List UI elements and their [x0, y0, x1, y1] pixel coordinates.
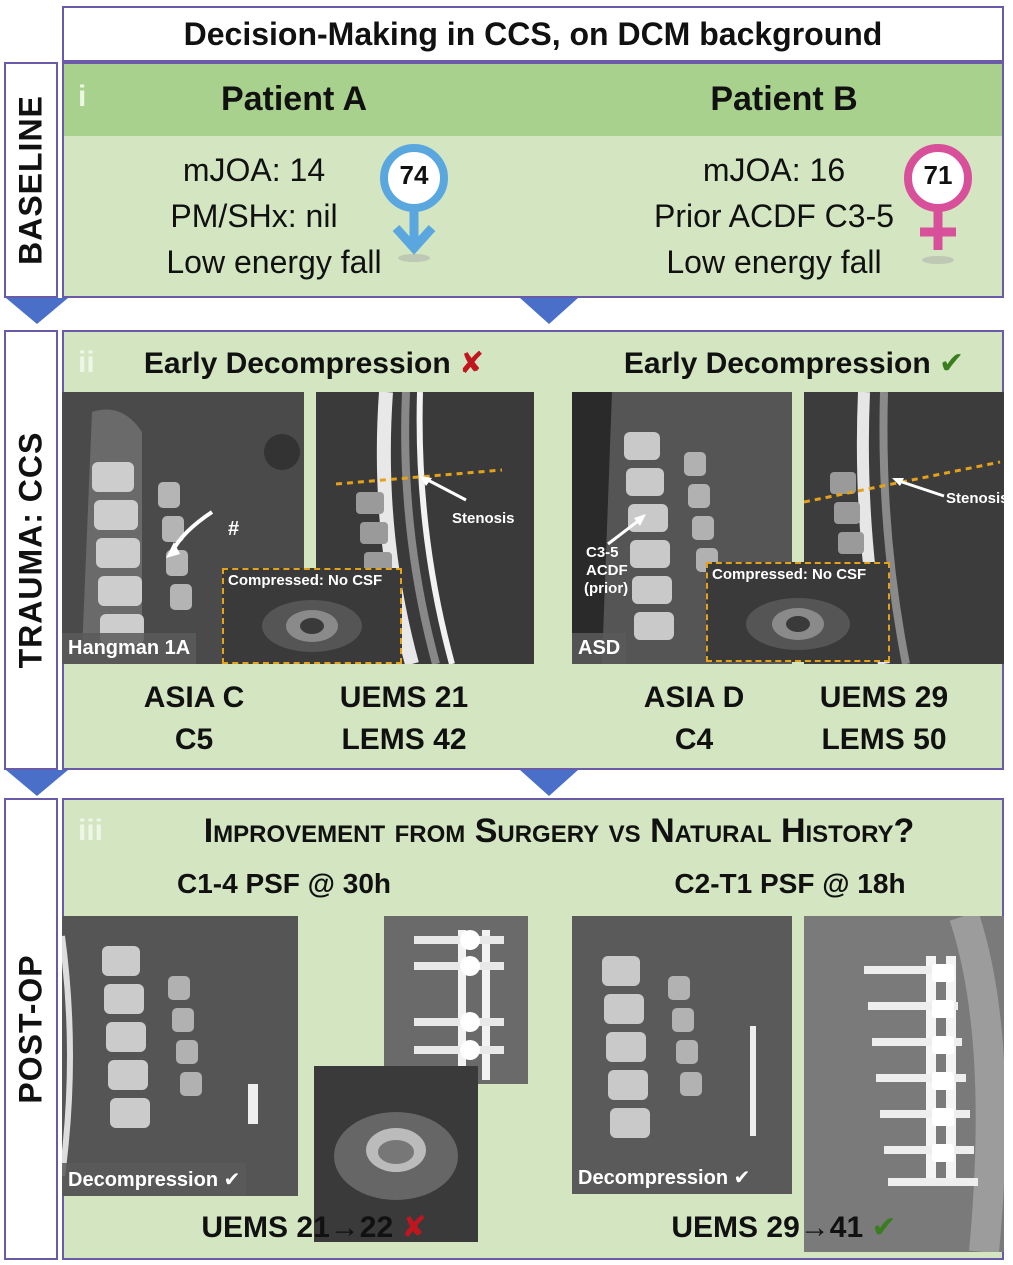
- acdf-label-line1: C3-5: [586, 544, 619, 561]
- section-numeral-i: i: [78, 80, 87, 113]
- postop-axial-illustration-a: [314, 1066, 478, 1242]
- patient-a-postop-result: UEMS 21→22 ✘: [154, 1210, 474, 1245]
- patient-b-uems: UEMS 29: [819, 681, 949, 714]
- patient-a-mjoa: mJOA: 14: [182, 152, 326, 188]
- acdf-label-line3: (prior): [584, 580, 629, 597]
- postop-ct-illustration-b: [572, 916, 792, 1194]
- patient-b-lems: LEMS 50: [821, 723, 947, 756]
- trauma-b-heading-text: Early Decompression: [623, 347, 931, 380]
- section-label-baseline: BASELINE: [4, 62, 58, 298]
- decompression-tag-b: Decompression ✔: [572, 1161, 757, 1194]
- patient-b-mechanism: Low energy fall: [666, 244, 882, 280]
- section-numeral-ii: ii: [78, 346, 95, 379]
- acdf-label-line2: ACDF: [586, 562, 628, 579]
- patient-b-procedure: C2-T1 PSF @ 18h: [674, 868, 906, 899]
- postop-xray-illustration-a: [384, 916, 528, 1084]
- check-icon: ✔: [871, 1211, 897, 1244]
- patient-b-age: 71: [923, 160, 953, 190]
- cross-icon: ✘: [401, 1211, 427, 1244]
- patient-b-level: C4: [674, 723, 714, 756]
- patient-a-postop-xray-image: [384, 916, 528, 1084]
- trauma-a-heading: Early Decompression ✘: [124, 346, 504, 381]
- patient-a-mechanism: Low energy fall: [166, 244, 382, 280]
- baseline-header-band: [64, 64, 1002, 136]
- asd-tag: ASD: [572, 633, 627, 664]
- baseline-panel: i Patient A Patient B mJOA: 14 PM/SHx: n…: [62, 62, 1004, 298]
- patient-b-mjoa: mJOA: 16: [702, 152, 846, 188]
- trauma-a-heading-text: Early Decompression: [143, 347, 451, 380]
- axial-mri-illustration: [262, 600, 362, 652]
- patient-b-asia: ASIA D: [643, 681, 745, 714]
- patient-a-asia: ASIA C: [143, 681, 245, 714]
- patient-a-axial-inset: Compressed: No CSF: [222, 568, 402, 664]
- flow-arrows-2: [6, 770, 578, 796]
- stenosis-label-b: Stenosis: [946, 490, 1004, 507]
- section-label-trauma: TRAUMA: CCS: [4, 330, 58, 770]
- check-icon: ✔: [939, 347, 965, 380]
- postop-question: Improvement from Surgery vs Natural Hist…: [203, 812, 915, 850]
- patient-a-lems: LEMS 42: [341, 723, 467, 756]
- patient-a-result-text: UEMS 21→22: [201, 1211, 394, 1244]
- patient-b-postop-result: UEMS 29→41 ✔: [624, 1210, 944, 1245]
- down-arrow-icon: [6, 298, 68, 324]
- inset-label-a: Compressed: No CSF: [228, 572, 383, 589]
- trauma-panel: ii Early Decompression ✘ Early Decompres…: [62, 330, 1004, 770]
- patient-a-postop-ct-image: Decompression ✔: [62, 916, 298, 1196]
- patient-a-uems: UEMS 21: [339, 681, 469, 714]
- patient-b-postop-xray-image: [804, 916, 1004, 1252]
- patient-a-procedure: C1-4 PSF @ 30h: [176, 868, 392, 899]
- spine-ct-illustration: [62, 392, 304, 664]
- down-arrow-icon: [6, 770, 68, 796]
- cross-icon: ✘: [459, 347, 485, 380]
- decompression-tag-a: Decompression ✔: [62, 1163, 247, 1196]
- fracture-label: #: [228, 518, 240, 540]
- section-numeral-iii: iii: [78, 814, 104, 847]
- patient-b-name: Patient B: [710, 80, 858, 118]
- postop-ct-illustration-a: [62, 916, 298, 1196]
- down-arrow-icon: [520, 298, 578, 324]
- axial-mri-illustration-b: [746, 598, 850, 650]
- flow-arrows-1: [6, 298, 578, 324]
- stenosis-label-a: Stenosis: [452, 510, 515, 527]
- patient-b-history: Prior ACDF C3-5: [653, 198, 895, 234]
- inset-label-b: Compressed: No CSF: [712, 566, 867, 583]
- patient-b-ct-image: C3-5 ACDF (prior) ASD: [572, 392, 792, 664]
- patient-a-ct-image: # Hangman 1A: [62, 392, 304, 664]
- trauma-b-heading: Early Decompression ✔: [604, 346, 984, 381]
- patient-a-age: 74: [399, 160, 429, 190]
- patient-b-axial-inset: Compressed: No CSF: [706, 562, 890, 662]
- patient-a-name: Patient A: [220, 80, 368, 118]
- patient-b-result-text: UEMS 29→41: [671, 1211, 864, 1244]
- postop-panel: iii Improvement from Surgery vs Natural …: [62, 798, 1004, 1260]
- patient-b-postop-ct-image: Decompression ✔: [572, 916, 792, 1194]
- postop-xray-illustration-b: [804, 916, 1004, 1252]
- figure-title: Decision-Making in CCS, on DCM backgroun…: [62, 6, 1004, 62]
- male-symbol-icon: [380, 144, 448, 262]
- patient-a-history: PM/SHx: nil: [170, 198, 338, 234]
- female-symbol-icon: [904, 144, 972, 264]
- patient-a-postop-axial-image: [314, 1066, 478, 1242]
- down-arrow-icon: [520, 770, 578, 796]
- hangman-tag: Hangman 1A: [62, 633, 197, 664]
- patient-a-level: C5: [174, 723, 214, 756]
- section-label-postop: POST-OP: [4, 798, 58, 1260]
